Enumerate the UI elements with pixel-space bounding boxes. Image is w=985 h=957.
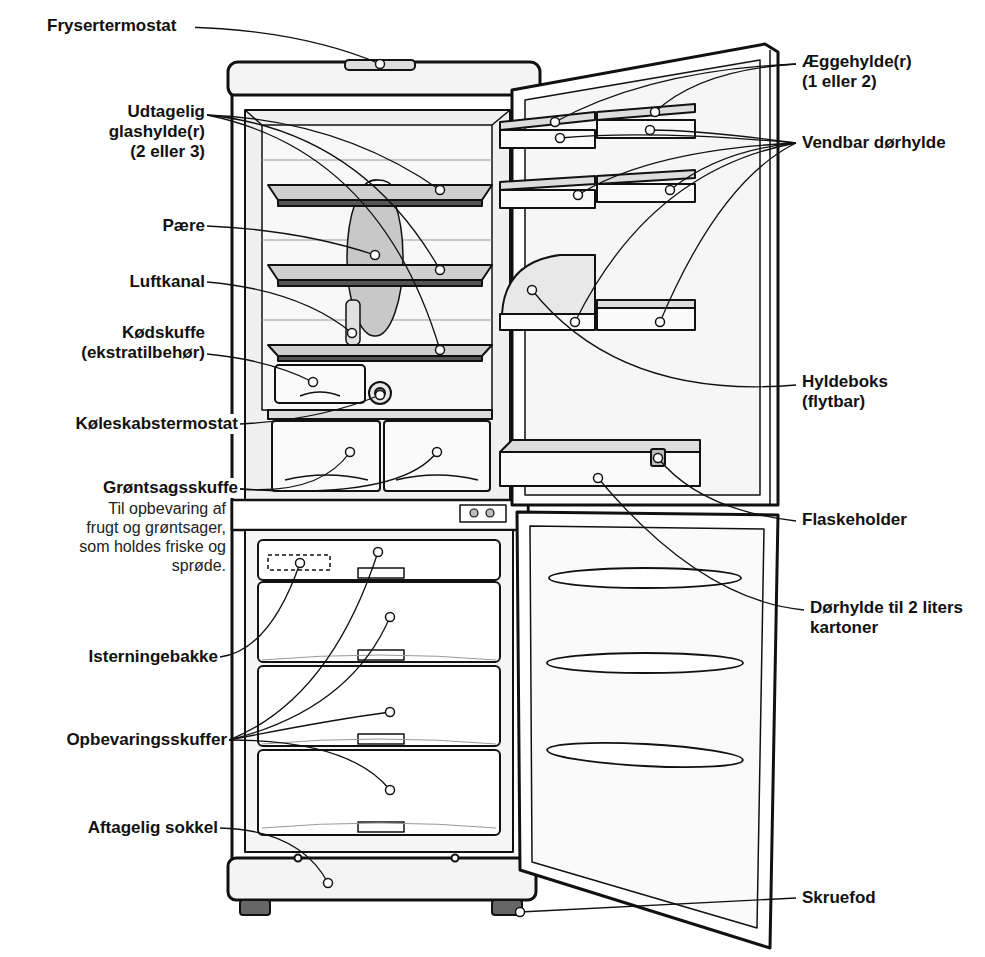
part-label: Luftkanal [87,272,207,292]
part-label: Opbevaringsskuffer [29,730,229,750]
part-label: Udtagelig glashylde(r) (2 eller 3) [95,102,207,162]
part-label: Køleskabstermostat [40,414,240,434]
part-label: Hyldeboks (flytbar) [800,372,910,412]
part-label: Æggehylde(r) (1 eller 2) [800,52,930,92]
part-label: Isterningebakke [30,647,220,667]
part-label: Vendbar dørhylde [800,133,970,153]
part-label: Aftagelig sokkel [30,818,220,838]
part-label: Flaskeholder [800,510,950,530]
part-label: Skruefod [800,888,950,908]
part-label: Dørhylde til 2 liters kartoner [808,598,968,638]
leader-lines [185,27,804,912]
part-label: Pære [107,216,207,236]
part-label: Grøntsagsskuffe [40,478,240,498]
part-label: Kødskuffe (ekstratilbehør) [55,323,207,363]
note-text: Til opbevaring af frugt og grøntsager, s… [70,499,228,575]
part-label: Frysertermostat [45,16,195,36]
